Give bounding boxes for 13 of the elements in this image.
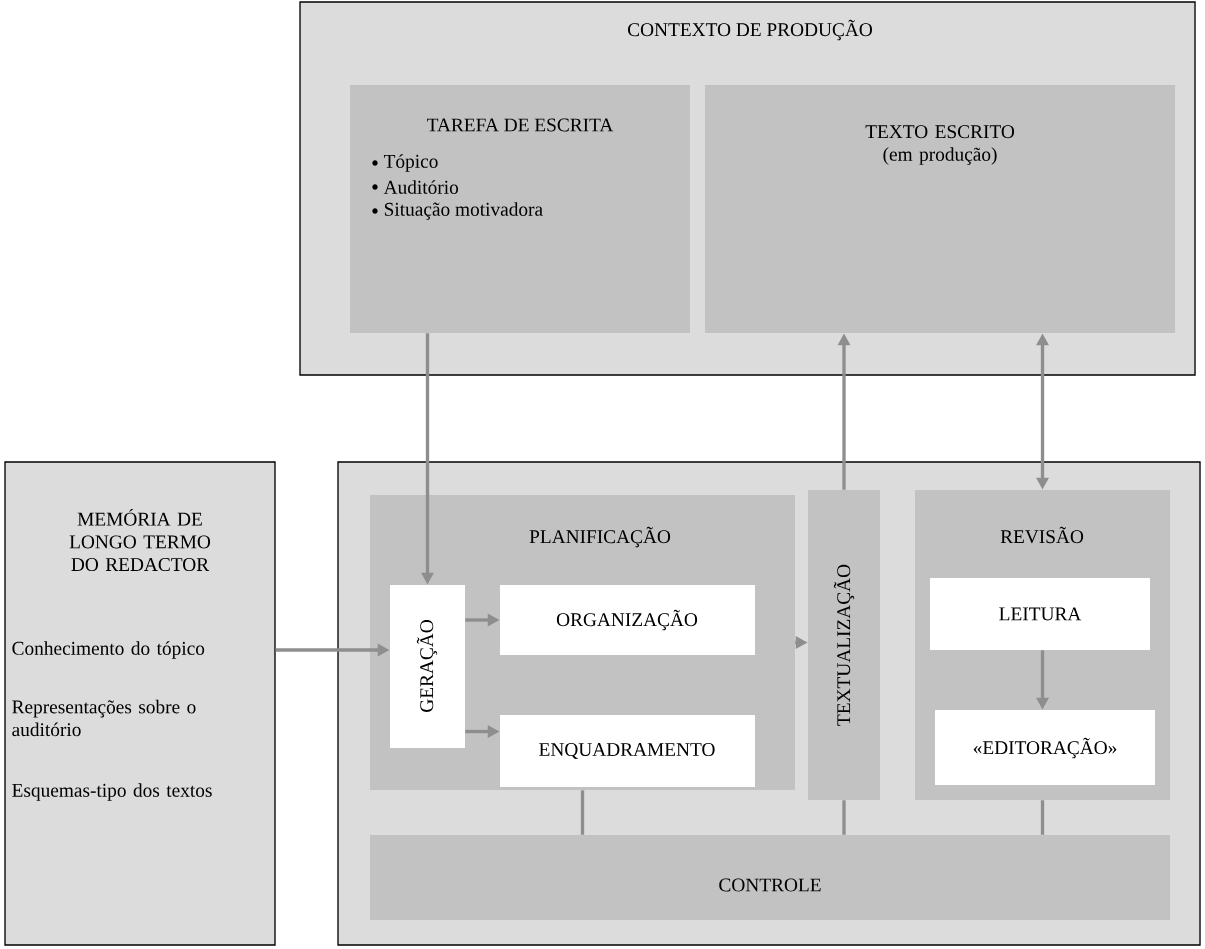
editing-box: «EDITORAÇÃO» xyxy=(935,710,1155,785)
connector-line xyxy=(1040,800,1045,835)
reading-box: LEITURA xyxy=(930,578,1150,650)
generation-box: GERAÇÃO xyxy=(390,585,465,748)
task-box: TAREFA DE ESCRITA Tópico Auditório Situação motivadora xyxy=(350,85,690,333)
text-box: TEXTO ESCRITO (em produção) xyxy=(705,85,1175,333)
connector-line xyxy=(842,800,846,835)
textualization-box: TEXTUALIZAÇÃO xyxy=(808,490,880,800)
organization-box: ORGANIZAÇÃO xyxy=(500,585,755,655)
connector-line xyxy=(580,790,585,835)
memory-box: MEMÓRIA DE LONGO TERMO DO REDACTOR Conhecimento do tópico Representações sobre o auditório Esquemas-tipo dos textos xyxy=(4,461,276,946)
framing-box: ENQUADRAMENTO xyxy=(500,715,755,787)
control-box: CONTROLE xyxy=(370,835,1170,920)
